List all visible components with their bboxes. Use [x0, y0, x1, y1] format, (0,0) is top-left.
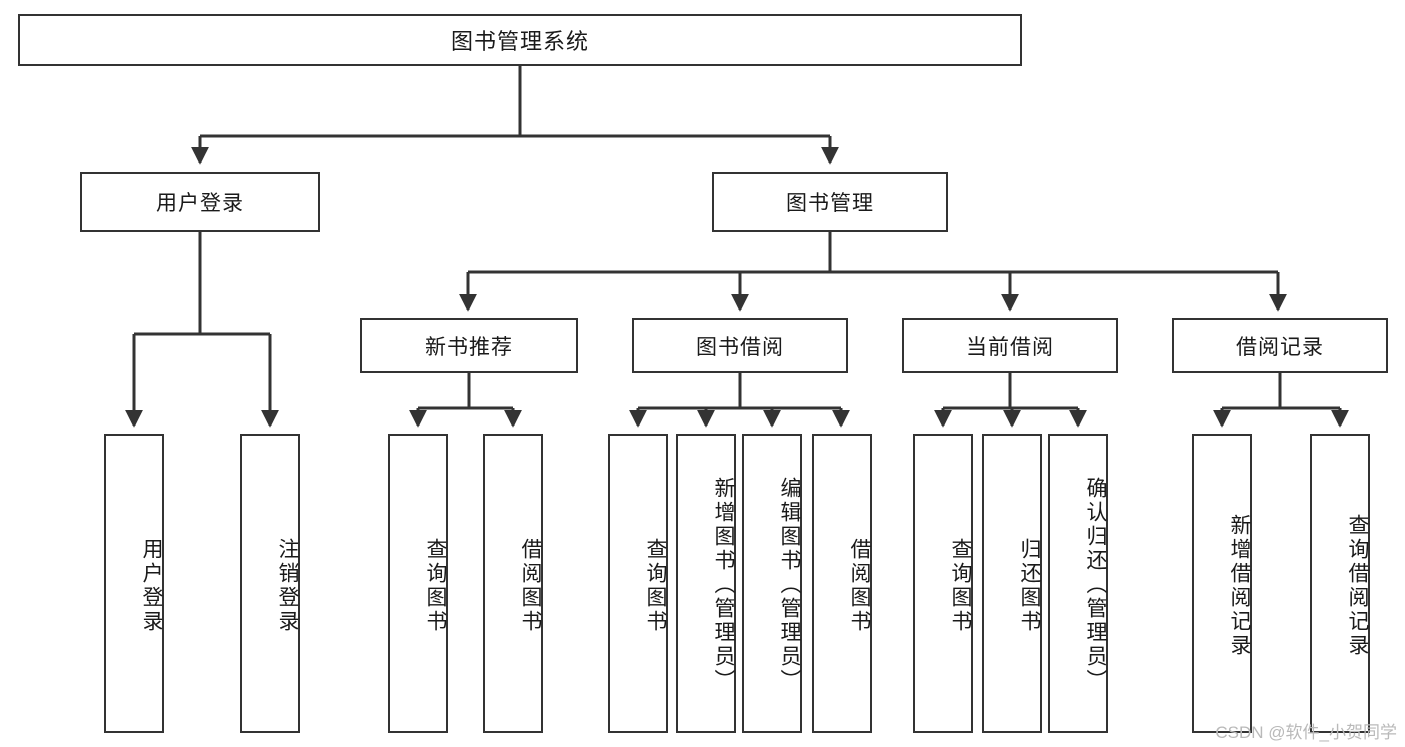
leaf-query-book-borrow[interactable]: 查询图书 [608, 434, 668, 733]
node-root-system[interactable]: 图书管理系统 [18, 14, 1022, 66]
leaf-edit-book-admin[interactable]: 编辑图书（管理员） [742, 434, 802, 733]
leaf-query-borrow-record[interactable]: 查询借阅记录 [1310, 434, 1370, 733]
node-book-manage[interactable]: 图书管理 [712, 172, 948, 232]
leaf-user-login[interactable]: 用户登录 [104, 434, 164, 733]
node-current-borrow[interactable]: 当前借阅 [902, 318, 1118, 373]
leaf-query-book-recommend[interactable]: 查询图书 [388, 434, 448, 733]
leaf-add-book-admin[interactable]: 新增图书（管理员） [676, 434, 736, 733]
node-new-book-recommend[interactable]: 新书推荐 [360, 318, 578, 373]
leaf-borrow-book-recommend[interactable]: 借阅图书 [483, 434, 543, 733]
node-book-borrow[interactable]: 图书借阅 [632, 318, 848, 373]
leaf-borrow-book-borrow[interactable]: 借阅图书 [812, 434, 872, 733]
csdn-watermark: CSDN @软件_小贺同学 [1215, 723, 1397, 742]
leaf-user-logout[interactable]: 注销登录 [240, 434, 300, 733]
leaf-add-borrow-record[interactable]: 新增借阅记录 [1192, 434, 1252, 733]
leaf-confirm-return-admin[interactable]: 确认归还（管理员） [1048, 434, 1108, 733]
node-user-login[interactable]: 用户登录 [80, 172, 320, 232]
leaf-return-book[interactable]: 归还图书 [982, 434, 1042, 733]
leaf-query-book-current[interactable]: 查询图书 [913, 434, 973, 733]
node-borrow-record[interactable]: 借阅记录 [1172, 318, 1388, 373]
